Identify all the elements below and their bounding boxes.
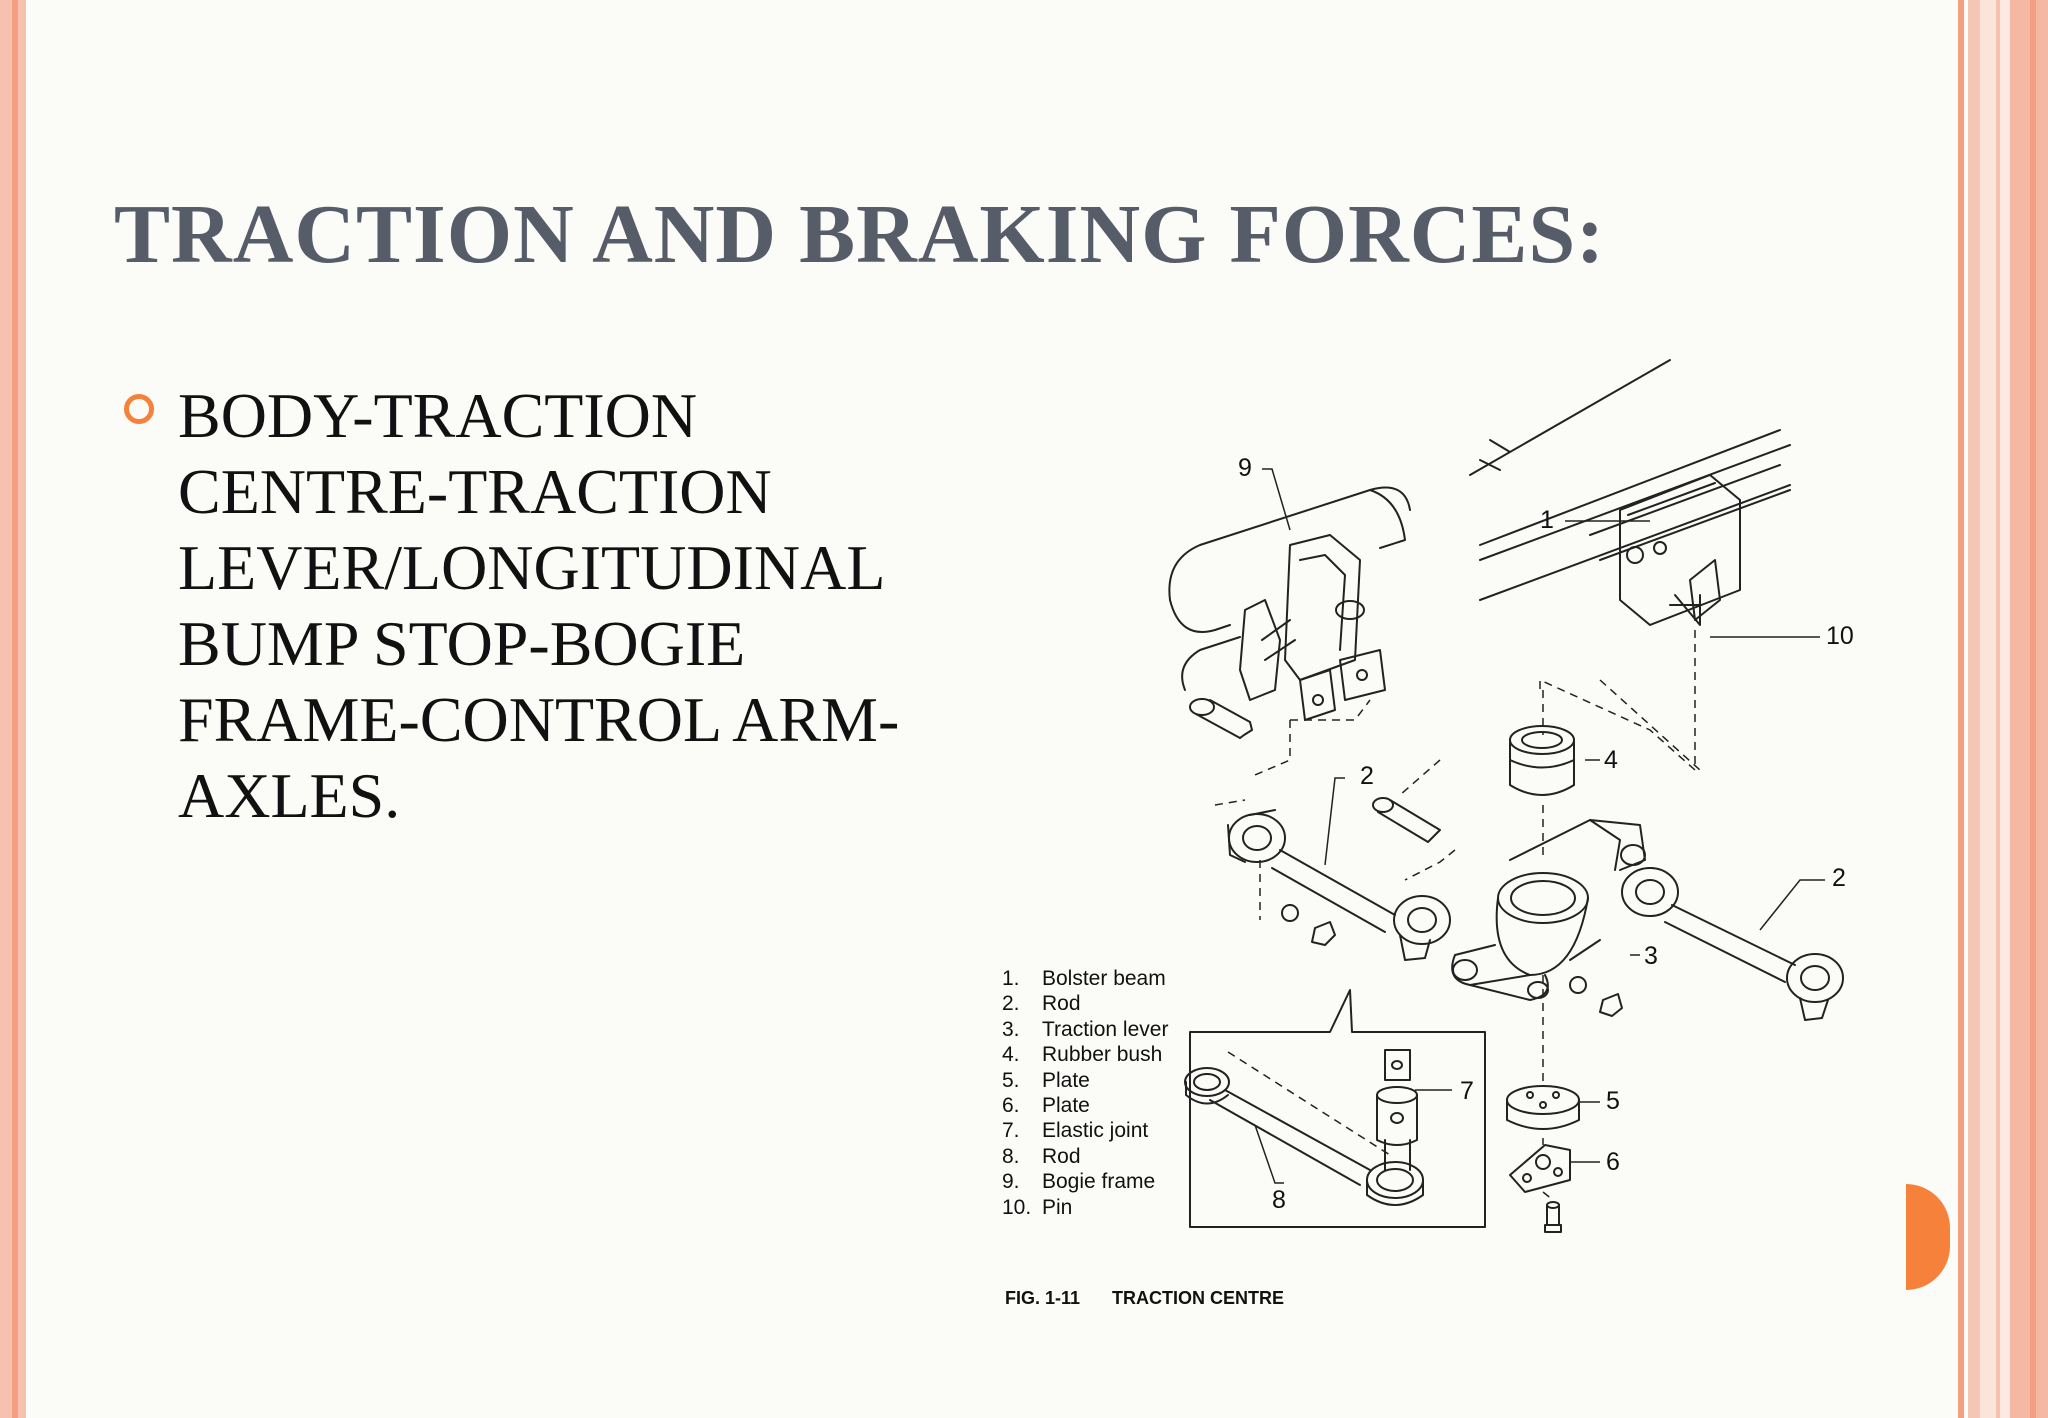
callout-label: 3 [1644, 942, 1658, 970]
rod-right-drawing [1621, 867, 1844, 1021]
bullet-line: BODY-TRACTION [178, 380, 698, 451]
legend-item: 6.Plate [1002, 1094, 1090, 1118]
right-border [1958, 0, 2048, 1418]
callout-label: 5 [1606, 1087, 1620, 1115]
bullet-icon [124, 394, 154, 424]
nut-drawing [1311, 921, 1336, 946]
left-border-stripe [12, 0, 18, 1418]
bullet-line: AXLES. [178, 760, 401, 831]
legend-item: 4.Rubber bush [1002, 1043, 1163, 1067]
inset-box [1184, 989, 1486, 1228]
legend-item: 7.Elastic joint [1002, 1119, 1149, 1143]
callout-label: 8 [1272, 1186, 1286, 1214]
legend-item: 1.Bolster beam [1002, 967, 1166, 990]
right-border-stripe [2000, 0, 2010, 1418]
callout-label: 1 [1540, 506, 1554, 534]
washer-drawing [1569, 976, 1587, 994]
legend-item: 5.Plate [1002, 1068, 1090, 1092]
traction-lever-drawing [1451, 819, 1646, 1001]
legend-item: 8.Rod [1002, 1144, 1081, 1168]
bullet-line: FRAME-CONTROL ARM- [178, 684, 900, 755]
bullet-line: CENTRE-TRACTION [178, 456, 772, 527]
washer-drawing [1281, 904, 1299, 922]
callout-label: 2 [1832, 864, 1846, 892]
right-border-stripe [1958, 0, 1964, 1418]
callout-label: 6 [1606, 1148, 1620, 1176]
plate-6-drawing [1509, 1144, 1571, 1193]
figure-caption-title: TRACTION CENTRE [1112, 1288, 1285, 1308]
right-border-stripe [1968, 0, 1980, 1418]
right-border-stripe [2030, 0, 2036, 1418]
bolt-drawing-1 [1189, 698, 1253, 739]
callout-label: 7 [1460, 1077, 1474, 1105]
slide-decoration-half-circle [1906, 1184, 1950, 1290]
rubber-bush-drawing [1509, 725, 1575, 796]
legend-item: 2.Rod [1002, 992, 1081, 1016]
bolster-beam-drawing [1469, 359, 1791, 626]
callout-label: 9 [1238, 454, 1252, 482]
traction-centre-diagram [1168, 359, 1844, 1233]
bullet-line: LEVER/LONGITUDINAL [178, 532, 886, 603]
right-border-stripe [1996, 0, 2000, 1418]
callout-label: 10 [1826, 622, 1854, 650]
legend-item: 3.Traction lever [1002, 1017, 1169, 1041]
figure-caption: FIG. 1-11 TRACTION CENTRE [1005, 1288, 1284, 1309]
slide-title: TRACTION AND BRAKING FORCES: [114, 188, 1606, 281]
callout-label: 2 [1360, 762, 1374, 790]
rod-left-drawing [1227, 809, 1451, 961]
legend-item: 9.Bogie frame [1002, 1170, 1156, 1194]
plate-5-drawing [1506, 1085, 1580, 1130]
figure-legend: 1.Bolster beam 2.Rod 3.Traction lever 4.… [1002, 966, 1168, 1220]
bullet-line: BUMP STOP-BOGIE [178, 608, 746, 679]
right-border-stripe [1980, 0, 1996, 1418]
left-border [0, 0, 26, 1418]
right-border-stripe [2010, 0, 2048, 1418]
legend-item: 10.Pin [1002, 1195, 1073, 1219]
bogie-frame-drawing [1168, 486, 1411, 721]
nut-drawing [1599, 993, 1623, 1017]
pin-drawing [1544, 1201, 1562, 1233]
bolt-drawing-2 [1372, 797, 1441, 843]
callout-label: 4 [1604, 746, 1618, 774]
bullet-text: BODY-TRACTION CENTRE-TRACTION LEVER/LONG… [178, 378, 899, 834]
figure-caption-number: FIG. 1-11 [1005, 1288, 1081, 1308]
